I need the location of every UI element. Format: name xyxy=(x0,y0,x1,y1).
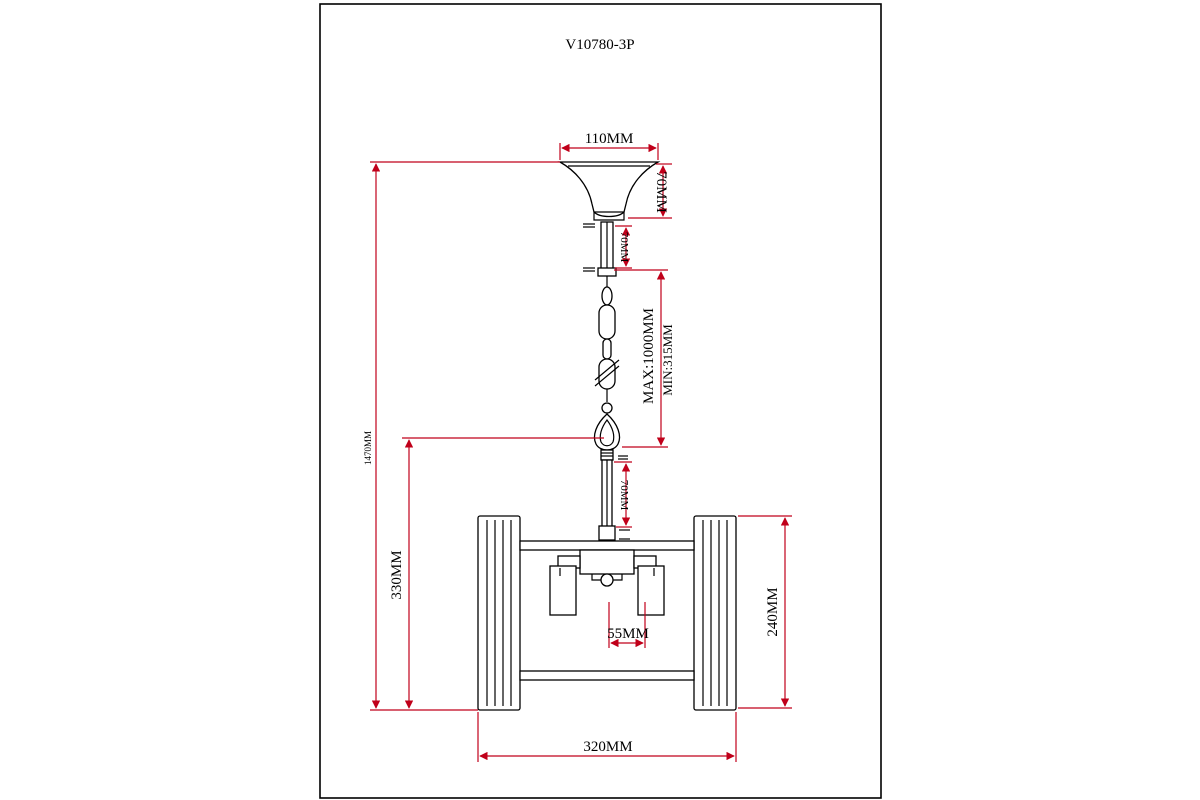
dim-lower-rod: 70MM xyxy=(614,461,632,528)
label-shade-spacing: 55MM xyxy=(607,626,649,642)
dim-upper-rod: 70MM xyxy=(615,225,632,269)
label-chain-min: MIN:315MM xyxy=(660,324,675,396)
dim-body-height: 330MM xyxy=(389,437,604,711)
left-shade xyxy=(549,565,577,616)
dim-canopy-width: 110MM xyxy=(559,131,659,160)
label-frame-height: 240MM xyxy=(765,587,781,636)
label-lower-rod: 70MM xyxy=(618,480,630,511)
chain xyxy=(593,276,621,451)
ceiling-canopy xyxy=(557,161,661,221)
dim-total-height: 1470MM xyxy=(363,161,560,711)
right-panel xyxy=(693,515,737,711)
label-body-height: 330MM xyxy=(389,550,405,599)
right-shade xyxy=(637,565,665,616)
model-title: V10780-3P xyxy=(565,37,634,53)
dim-shade-spacing: 55MM xyxy=(607,602,649,648)
left-panel xyxy=(477,515,521,711)
upper-rod xyxy=(583,221,617,277)
dim-frame-width: 320MM xyxy=(477,712,737,762)
label-chain-max: MAX:1000MM xyxy=(641,308,657,404)
label-upper-rod: 70MM xyxy=(618,232,630,263)
label-frame-width: 320MM xyxy=(583,739,632,755)
drawing-border xyxy=(319,3,882,799)
label-total-height: 1470MM xyxy=(363,431,373,465)
lower-rod xyxy=(598,449,630,543)
dim-canopy-height: 70MM xyxy=(628,163,672,219)
label-canopy-height: 70MM xyxy=(653,171,669,213)
label-canopy-width: 110MM xyxy=(585,131,634,147)
dim-chain-length: MAX:1000MM MIN:315MM xyxy=(614,269,675,448)
lamp-cluster xyxy=(549,549,665,616)
dim-frame-height: 240MM xyxy=(738,515,792,709)
